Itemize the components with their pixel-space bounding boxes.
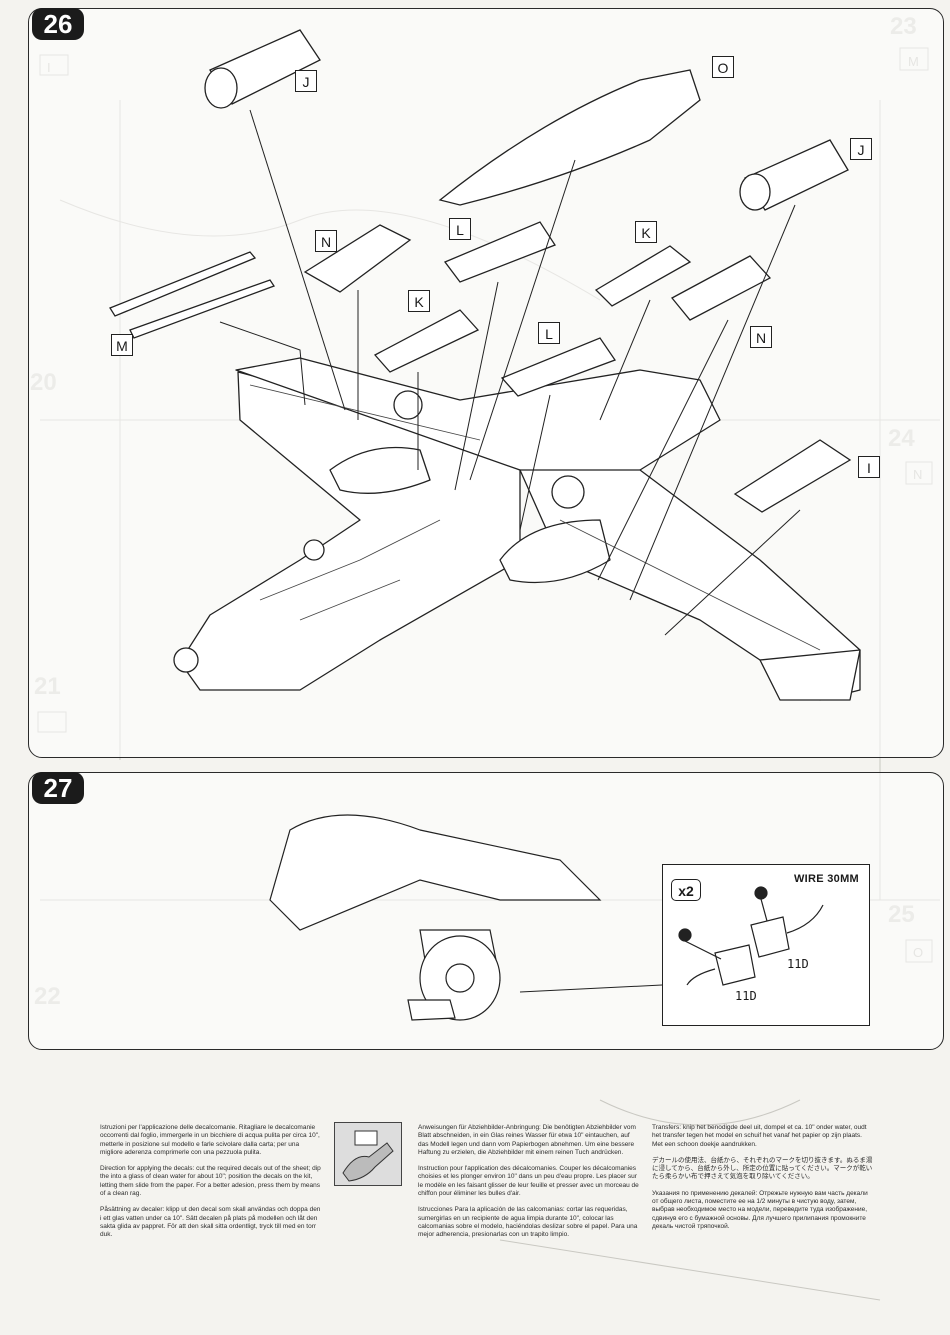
part-label-k-left: K (408, 290, 430, 312)
main-wheel-left (393, 390, 423, 420)
instruction-german: Anweisungen für Abziehbilder-Anbringung:… (418, 1124, 636, 1156)
aircraft-exploded-view (109, 29, 861, 701)
part-label-l-upper: L (449, 218, 471, 240)
instruction-english: Direction for applying the decals: cut t… (100, 1165, 321, 1198)
decal-application-illustration (334, 1122, 402, 1186)
nose-wheel (303, 539, 325, 561)
callout-line (519, 984, 663, 993)
instruction-italian: Istruzioni per l'applicazione delle deca… (100, 1124, 320, 1156)
step-number-27: 27 (32, 772, 84, 804)
wing-tip-pod (759, 649, 861, 701)
instruction-swedish: Påsättning av decaler: klipp ut den deca… (100, 1206, 321, 1239)
wire-detail-inset: x2 WIRE 30MM 11D 11D (662, 864, 870, 1026)
part-label-l-lower: L (538, 322, 560, 344)
bomb-k-left (373, 309, 480, 373)
rocket-pod-j-right-face (739, 173, 771, 211)
part-label-n-right: N (750, 326, 772, 348)
part-label-j-right: J (850, 138, 872, 160)
part-11d-lower (714, 944, 756, 986)
gun-muzzle (173, 647, 199, 673)
wire-upper (786, 904, 824, 934)
part-11d-upper (750, 916, 790, 958)
bomb-l-lower (500, 337, 617, 397)
instruction-french: Instruction pour l'application des décal… (418, 1165, 639, 1198)
wire-lower (686, 968, 716, 986)
quantity-badge: x2 (671, 879, 701, 901)
step-number-26: 26 (32, 8, 84, 40)
part-label-m: M (111, 334, 133, 356)
wire-parts-drawing (678, 886, 824, 986)
part-label-k-right: K (635, 221, 657, 243)
instructions-column-3: Transfers: knip het benodigde deel uit, … (652, 1124, 874, 1239)
rocket-pod-i (733, 439, 852, 513)
part-number-upper: 11D (787, 957, 809, 971)
gear-door (407, 999, 456, 1021)
wire-length-label: WIRE 30MM (793, 873, 859, 885)
main-wheel-right (551, 475, 585, 509)
wheel-hub (445, 963, 475, 993)
drop-tank-o (438, 69, 701, 206)
right-engine-nacelle (499, 519, 611, 584)
part-label-o: O (712, 56, 734, 78)
part-label-i: I (858, 456, 880, 478)
instruction-dutch: Transfers: knip het benodigde deel uit, … (652, 1124, 867, 1148)
part-label-n-left: N (315, 230, 337, 252)
instruction-japanese: デカールの使用法、台紙から、それぞれのマークを切り抜きます。ぬるま湯に浸してから… (652, 1156, 873, 1181)
left-engine-nacelle (329, 446, 431, 494)
bomb-k-right (594, 245, 692, 307)
drill-marker-lower (678, 928, 692, 942)
instructions-column-1: Istruzioni per l'applicazione delle deca… (100, 1124, 322, 1248)
instruction-russian: Указания по применению декалей: Отрежьте… (652, 1189, 868, 1230)
part-label-j-left: J (295, 70, 317, 92)
bomb-n-left (303, 224, 412, 293)
drill-marker-upper (754, 886, 768, 900)
rocket-pod-j-left-face (204, 67, 238, 109)
fuselage-outline (179, 371, 521, 691)
missile-m-upper (109, 251, 257, 317)
bomb-l-upper (443, 221, 556, 283)
instructions-column-2: Anweisungen für Abziehbilder-Anbringung:… (418, 1124, 640, 1248)
hand-icon (342, 1130, 394, 1182)
part-number-lower: 11D (735, 989, 757, 1003)
bomb-n-right (670, 255, 772, 321)
landing-gear-view (269, 814, 663, 1021)
instruction-spanish: Istrucciones Para la aplicación de las c… (418, 1206, 638, 1239)
wing-nacelle (269, 814, 602, 931)
